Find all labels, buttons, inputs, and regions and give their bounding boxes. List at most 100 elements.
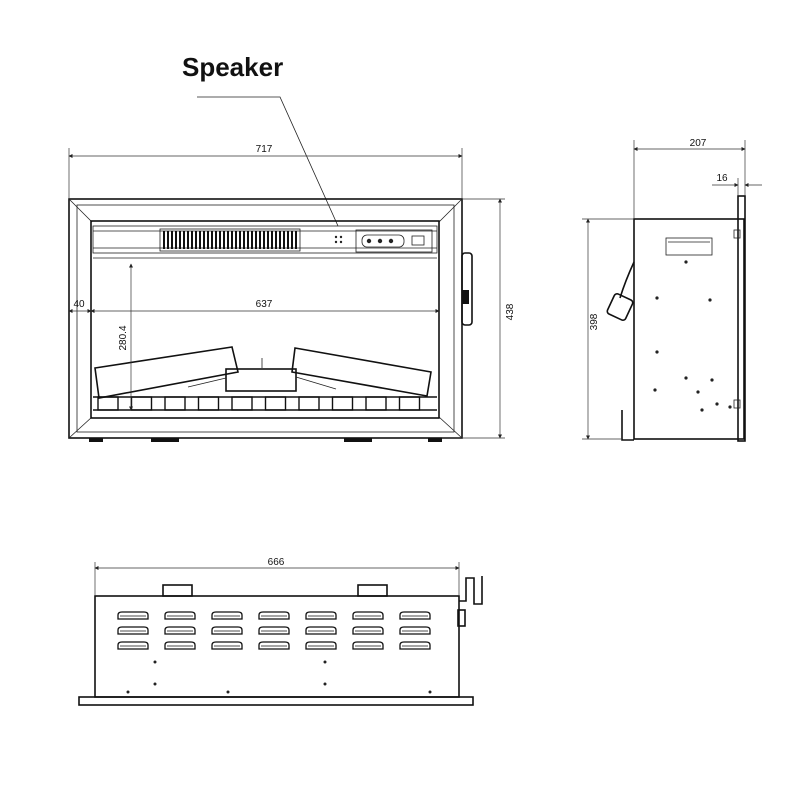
- screw-hole: [684, 376, 688, 380]
- vent-louver: [164, 611, 196, 620]
- grate-notch: [264, 396, 287, 411]
- screw-hole: [126, 690, 130, 694]
- side-bracket: [461, 252, 473, 326]
- vent-louver: [211, 641, 243, 650]
- front-bevel: [76, 204, 455, 433]
- screw-hole: [323, 660, 327, 664]
- vent-louver: [305, 611, 337, 620]
- side-body: [633, 218, 745, 440]
- speaker-grille: [159, 228, 301, 252]
- vent-louver: [258, 626, 290, 635]
- ember-bed-grate: [93, 396, 437, 411]
- screw-hole: [428, 690, 432, 694]
- vent-louver: [305, 626, 337, 635]
- vent-louver: [399, 641, 431, 650]
- log-set: [94, 346, 432, 399]
- power-cord: [619, 261, 635, 299]
- screw-hole: [696, 390, 700, 394]
- screw-hole: [653, 388, 657, 392]
- foot-center-left: [151, 438, 179, 442]
- display-window: [411, 235, 425, 246]
- screw-hole: [728, 405, 732, 409]
- grate-notch: [231, 396, 253, 411]
- dim-opening-width: 637: [256, 299, 273, 310]
- top-bracket-left: [162, 584, 193, 597]
- vent-louver: [352, 626, 384, 635]
- log-right: [291, 347, 432, 397]
- vent-louver: [399, 611, 431, 620]
- top-power-cord: [459, 576, 483, 605]
- vent-louver: [117, 626, 149, 635]
- grate-notch: [97, 396, 119, 411]
- control-button-3: [388, 238, 394, 244]
- side-dimensions: 207 16 398: [582, 138, 762, 440]
- screw-hole: [655, 296, 659, 300]
- vent-louver: [117, 611, 149, 620]
- grate-notch: [398, 396, 421, 411]
- dim-overall-width: 717: [256, 144, 273, 155]
- button-cluster: [361, 234, 405, 248]
- side-vent: [665, 237, 713, 256]
- top-screw-holes: [126, 660, 432, 694]
- top-plug-socket: [457, 609, 466, 627]
- control-panel: [355, 229, 433, 253]
- log-center: [225, 368, 297, 392]
- side-screw-holes: [653, 260, 732, 412]
- front-view: [68, 198, 473, 442]
- power-plug: [606, 292, 634, 322]
- speaker-leader-line: [197, 96, 339, 227]
- vent-louver: [211, 611, 243, 620]
- screw-hole: [226, 690, 230, 694]
- vent-louver: [117, 641, 149, 650]
- top-bracket-right: [357, 584, 388, 597]
- screw-hole: [153, 682, 157, 686]
- screw-hole: [153, 660, 157, 664]
- speaker-callout: Speaker: [182, 52, 339, 227]
- foot-left: [89, 438, 103, 442]
- dim-frame-border: 40: [73, 299, 85, 310]
- top-vent-louvers: [117, 611, 431, 650]
- grate-notch: [365, 396, 387, 411]
- dim-depth: 207: [690, 138, 707, 149]
- grate-notch: [164, 396, 186, 411]
- grate-notch: [197, 396, 220, 411]
- vent-louver: [164, 626, 196, 635]
- grate-notch: [130, 396, 153, 411]
- control-strip: [92, 225, 438, 254]
- top-front-frame: [78, 696, 474, 706]
- screw-hole: [710, 378, 714, 382]
- grate-notch: [298, 396, 320, 411]
- screw-hole: [708, 298, 712, 302]
- speaker-label: Speaker: [182, 52, 283, 82]
- control-button-1: [366, 238, 372, 244]
- vent-louver: [258, 611, 290, 620]
- screw-hole: [700, 408, 704, 412]
- dim-overall-height: 438: [505, 303, 516, 320]
- foot-center-right: [344, 438, 372, 442]
- top-view: [78, 576, 483, 706]
- screw-hole: [684, 260, 688, 264]
- control-button-2: [377, 238, 383, 244]
- dim-side-height: 398: [589, 313, 600, 330]
- insert-body: [90, 220, 440, 419]
- front-dimensions: 717 438 40 637 280.4: [68, 144, 516, 439]
- side-flange: [737, 195, 746, 442]
- grate-notch: [331, 396, 354, 411]
- side-foot-bracket: [621, 410, 634, 441]
- side-view: [606, 195, 746, 442]
- log-left: [94, 346, 239, 399]
- speaker-grille-slots: [163, 231, 297, 249]
- vent-louver: [258, 641, 290, 650]
- vent-louver: [352, 641, 384, 650]
- vent-louver: [352, 611, 384, 620]
- screw-hole: [655, 350, 659, 354]
- screw-hole: [715, 402, 719, 406]
- dim-opening-height: 280.4: [118, 325, 129, 350]
- plug-connector: [462, 290, 469, 304]
- top-body: [94, 595, 460, 698]
- dim-top-width: 666: [268, 557, 285, 568]
- dim-flange: 16: [716, 173, 728, 184]
- vent-louver: [399, 626, 431, 635]
- vent-louver: [164, 641, 196, 650]
